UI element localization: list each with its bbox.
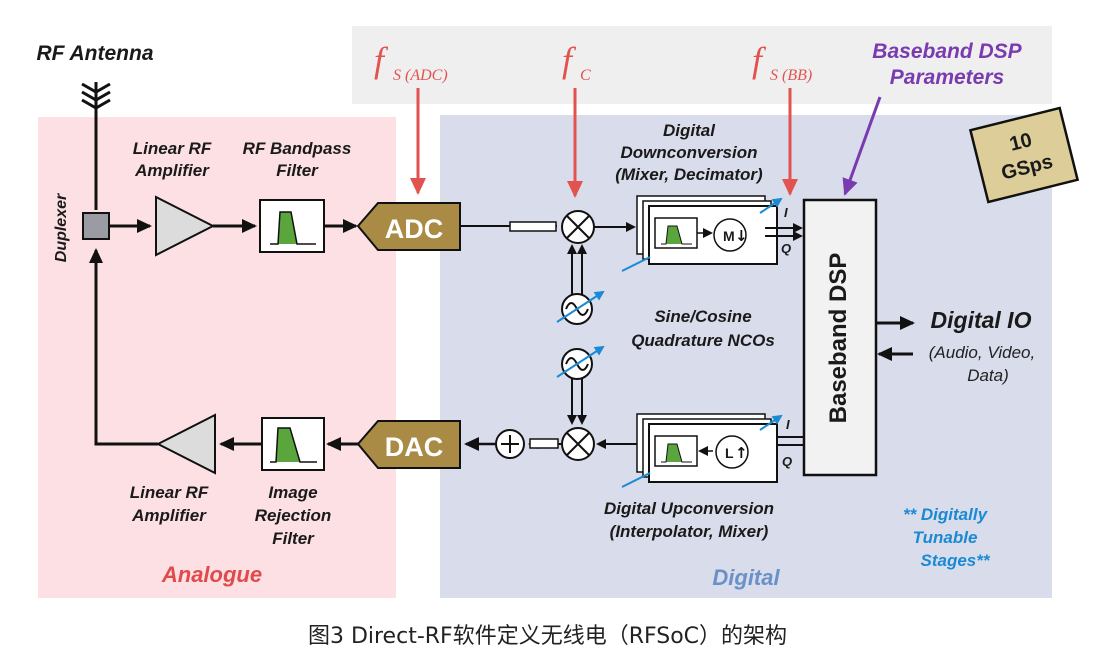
adc-block: ADC (356, 202, 461, 251)
gsps-badge: 10GSps (968, 106, 1080, 204)
rx-q-label: Q (781, 241, 791, 256)
duc-block: L ↑ (621, 413, 783, 488)
tx-q-label: Q (782, 454, 792, 469)
baseband-dsp-block: Baseband DSP (802, 198, 878, 477)
baseband-dsp-label: Baseband DSP (825, 253, 852, 424)
svg-text:S (BB): S (BB) (770, 67, 812, 84)
rx-amplifier (155, 195, 216, 257)
digital-io-sublabel: (Audio, Video,Data) (929, 343, 1035, 385)
svg-text:↑: ↑ (735, 444, 748, 462)
dac-label: DAC (385, 432, 444, 462)
rx-mixer (561, 210, 595, 244)
figure-caption: 图3 Direct-RF软件定义无线电（RFSoC）的架构 (307, 624, 788, 649)
tx-mixer (561, 427, 595, 461)
ddc-block: M ↓ (621, 195, 783, 272)
svg-text:C: C (580, 67, 591, 84)
analogue-region (38, 117, 396, 598)
adc-label: ADC (385, 214, 444, 244)
rx-nco (556, 244, 605, 325)
antenna-icon (81, 82, 111, 210)
tx-summer (495, 429, 525, 459)
rx-i-label: I (784, 205, 788, 220)
svg-text:S (ADC): S (ADC) (393, 67, 448, 84)
dac-block: DAC (356, 420, 461, 469)
rx-bandpass-filter (259, 199, 325, 253)
tx-i-label: I (786, 417, 790, 432)
rf-antenna-label: RF Antenna (36, 42, 153, 65)
svg-text:↓: ↓ (735, 227, 748, 245)
digital-io-label: Digital IO (931, 307, 1032, 333)
duplexer-block (82, 212, 110, 240)
tx-nco (556, 345, 605, 425)
analogue-label: Analogue (161, 562, 262, 587)
image-rejection-filter (261, 417, 325, 471)
decimator-label: M (723, 228, 735, 244)
parameters-band (352, 26, 1052, 104)
duc-label: Digital Upconversion(Interpolator, Mixer… (604, 499, 774, 541)
digital-label: Digital (712, 565, 780, 590)
interpolator-label: L (725, 445, 734, 461)
tx-amplifier (155, 413, 216, 475)
duplexer-label: Duplexer (53, 193, 70, 262)
